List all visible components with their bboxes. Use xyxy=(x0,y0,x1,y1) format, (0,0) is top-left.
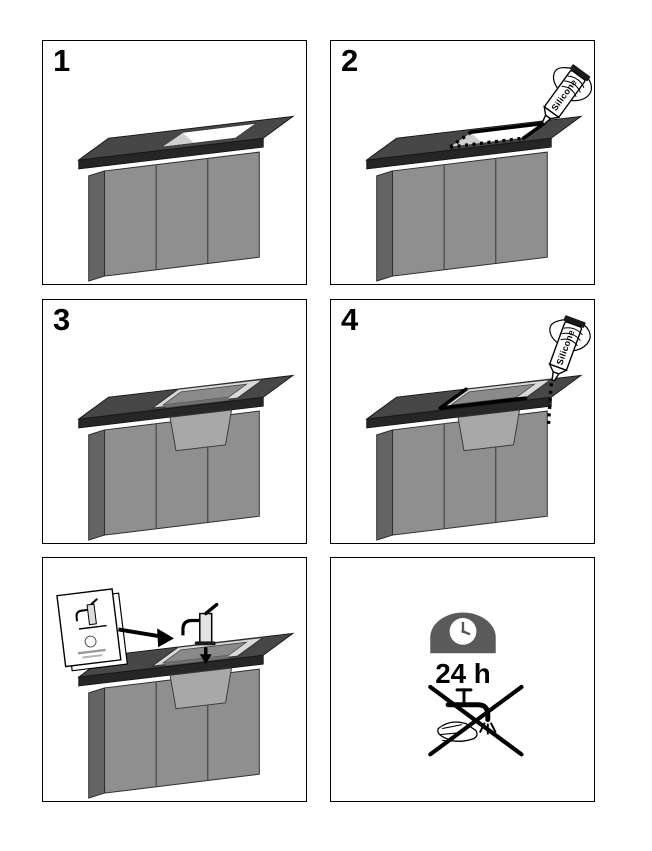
clock-icon xyxy=(430,612,496,654)
arrow-to-faucet-icon xyxy=(118,627,175,648)
silicone-bead-solid xyxy=(438,387,528,410)
step-4-illustration: Silicone xyxy=(366,310,594,541)
no-water-sign xyxy=(428,684,524,757)
panel-step-1: 1 xyxy=(42,40,307,285)
panel-step-2: 2 Silicone xyxy=(330,40,595,285)
step-5-illustration xyxy=(56,588,294,799)
step-number: 3 xyxy=(53,302,71,337)
panel-wait-24h: 24 h xyxy=(330,557,595,802)
step-number: 2 xyxy=(341,43,359,78)
step-2-illustration: Silicone xyxy=(366,57,594,282)
faucet-icon xyxy=(181,602,219,646)
panel-step-3: 3 xyxy=(42,299,307,544)
step-number: 1 xyxy=(53,43,71,78)
wait-24h-illustration: 24 h xyxy=(428,612,524,757)
step-number: 4 xyxy=(341,302,359,337)
step-3-illustration xyxy=(78,374,294,541)
panel-step-4: 4 Silicone xyxy=(330,299,595,544)
wait-time-label: 24 h xyxy=(435,658,491,689)
silicone-bead-dotted xyxy=(449,130,524,149)
manual-leaflet-icon xyxy=(56,588,128,672)
panel-step-5 xyxy=(42,557,307,802)
cross-out-icon xyxy=(428,684,524,757)
step-1-illustration xyxy=(78,115,294,282)
down-arrow-icon xyxy=(199,647,212,665)
